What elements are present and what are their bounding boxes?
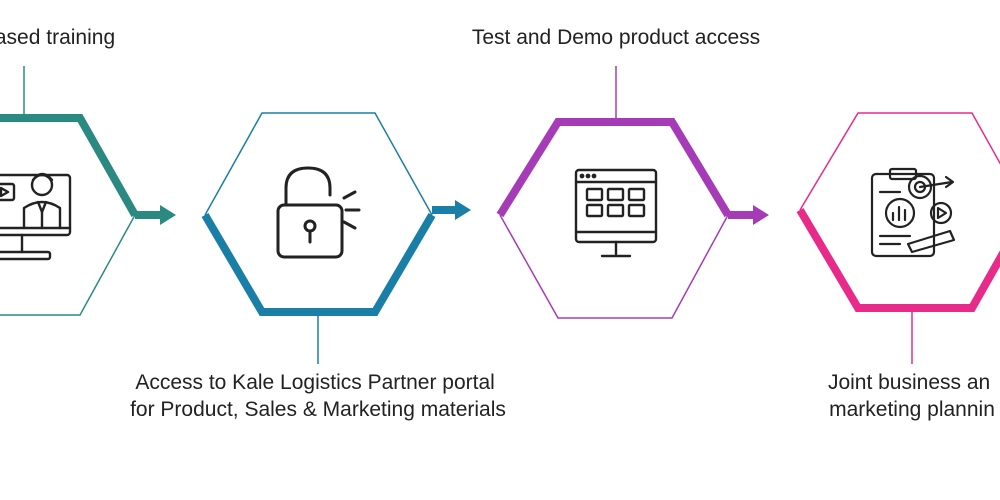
step-2-label: Access to Kale Logistics Partner portal … [130,371,506,421]
step-2-arrow [432,200,471,220]
step-4-thick-border [796,207,1000,312]
step-3: Test and Demo product access [472,26,769,319]
step-1-label: ased training [0,26,115,49]
marketing-plan-icon [870,167,956,258]
step-2: Access to Kale Logistics Partner portal … [130,112,506,421]
step-1-thin-border [0,214,136,316]
step-3-thick-border [496,118,732,218]
step-4-thin-border [799,112,1000,211]
step-3-label: Test and Demo product access [472,26,760,49]
step-1: ased training [0,26,176,316]
step-1-thick-border [0,114,139,217]
step-3-thin-border [499,214,729,319]
unlocked-padlock-icon [276,166,361,259]
step-4-label: Joint business an marketing plannin [828,371,996,421]
monitor-dashboard-icon [574,168,658,258]
step-3-arrow [728,205,769,225]
online-training-icon [0,172,72,261]
step-4: Joint business an marketing plannin [796,112,1000,421]
step-2-thin-border [204,112,433,216]
step-2-thick-border [201,212,436,316]
step-1-arrow [135,205,176,225]
